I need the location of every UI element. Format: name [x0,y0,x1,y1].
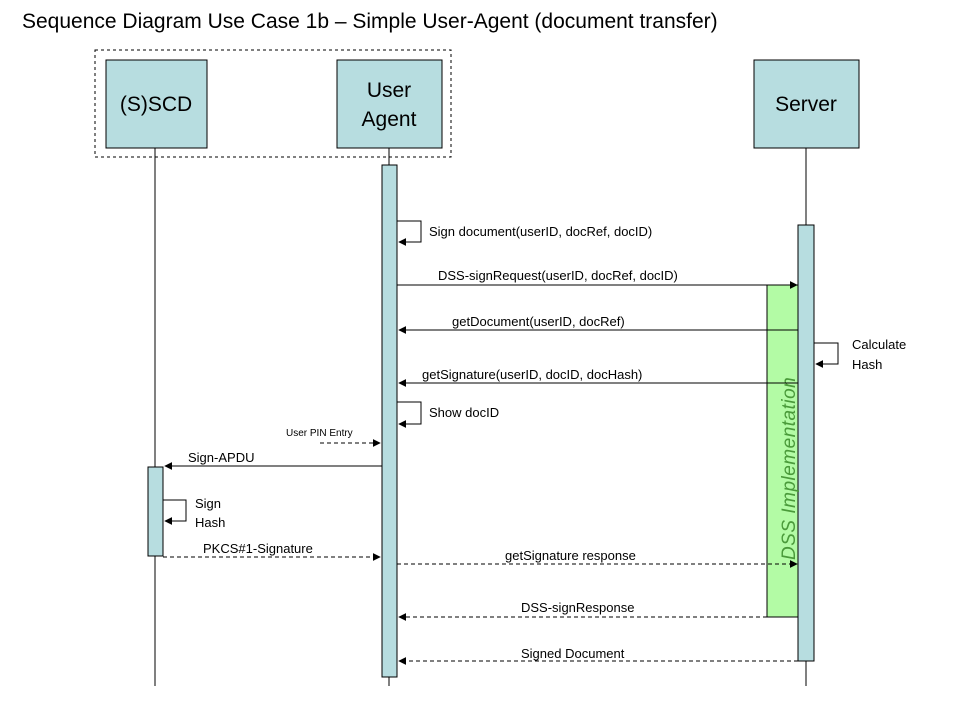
client-group-box [94,49,452,158]
self-message-show-docid [397,401,422,428]
participant-sscd: (S)SCD [105,59,208,149]
server-activation [797,224,815,662]
label-get-document: getDocument(userID, docRef) [452,314,625,329]
participant-server-label: Server [775,93,837,116]
participant-server: Server [753,59,860,149]
label-user-pin-entry: User PIN Entry [286,428,353,439]
label-calculate-hash-2: Hash [852,357,882,372]
label-dss-sign-request: DSS-signRequest(userID, docRef, docID) [438,268,678,283]
self-message-sign-document [397,220,422,246]
participant-user-agent-label-2: Agent [362,108,417,131]
label-signed-document: Signed Document [521,646,625,661]
user-agent-activation [381,164,398,678]
label-sign-hash-2: Hash [195,515,225,530]
label-sign-apdu: Sign-APDU [188,450,254,465]
label-dss-sign-response: DSS-signResponse [521,600,634,615]
self-message-sign-hash [163,499,187,525]
sscd-activation [147,466,164,557]
participant-user-agent: User Agent [336,59,443,149]
label-pkcs-signature: PKCS#1-Signature [203,541,313,556]
label-get-signature: getSignature(userID, docID, docHash) [422,367,642,382]
self-message-calculate-hash [814,342,839,368]
label-sign-document: Sign document(userID, docRef, docID) [429,224,652,239]
label-show-docid: Show docID [429,405,499,420]
label-calculate-hash-1: Calculate [852,337,906,352]
participant-user-agent-label-1: User [367,79,411,102]
label-sign-hash-1: Sign [195,496,221,511]
participant-sscd-label: (S)SCD [120,93,192,116]
diagram-title: Sequence Diagram Use Case 1b – Simple Us… [22,10,718,33]
label-get-signature-response: getSignature response [505,548,636,563]
dss-implementation-label: DSS Implementation [779,377,800,560]
